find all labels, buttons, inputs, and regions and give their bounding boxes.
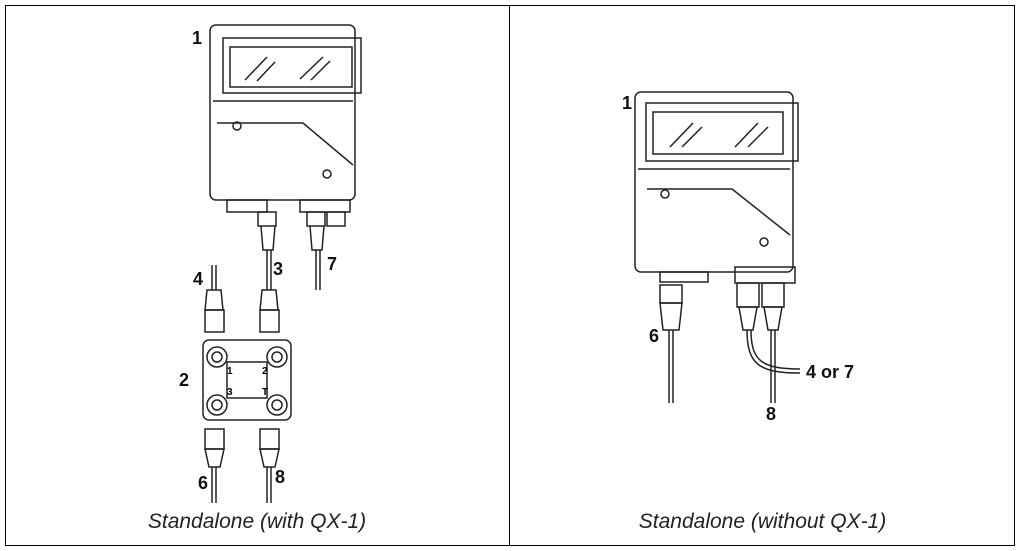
scanner-window-frame	[645, 102, 799, 162]
label-cable-4-or-7: 4 or 7	[806, 362, 854, 382]
label-cable-8: 8	[766, 404, 776, 424]
hub-port-label-1: 1	[227, 366, 233, 377]
screw-bottom	[322, 169, 332, 179]
label-cable-8: 8	[275, 467, 285, 487]
hub-port-t	[266, 394, 288, 416]
caption-without-qx1: Standalone (without QX-1)	[638, 510, 887, 533]
label-cable-7: 7	[327, 254, 337, 274]
scanner-window-frame	[222, 37, 362, 94]
label-cable-6: 6	[649, 326, 659, 346]
scanner-window	[652, 111, 784, 155]
hub-port-2	[266, 346, 288, 368]
label-hub: 2	[179, 370, 189, 390]
diagram-frame	[5, 5, 1015, 546]
scanner-window	[229, 46, 353, 88]
label-cable-6: 6	[198, 473, 208, 493]
caption-with-qx1: Standalone (with QX-1)	[147, 510, 367, 533]
label-cable-4: 4	[193, 269, 203, 289]
hub-port-label-2: 2	[262, 366, 268, 377]
scanner-body	[209, 24, 356, 201]
panel-divider	[509, 5, 510, 546]
hub-port-label-t: T	[262, 387, 268, 398]
diagram-without-qx1: 1 6 4 or 7 8	[622, 91, 854, 424]
hub-body	[202, 339, 292, 421]
label-scanner: 1	[192, 28, 202, 48]
panel-with-qx1: 1 2 3 4 6 7 8 1 2 3 T Standalone (with Q…	[5, 5, 509, 546]
scanner-body	[634, 91, 794, 273]
hub-port-3	[206, 394, 228, 416]
screw-bottom	[759, 237, 769, 247]
hub-port-1	[206, 346, 228, 368]
hub-port-label-3: 3	[227, 387, 233, 398]
panel-without-qx1: 1 6 4 or 7 8 Standalone (without QX-1)	[510, 5, 1015, 546]
label-scanner: 1	[622, 93, 632, 113]
label-cable-3: 3	[273, 259, 283, 279]
screw-top	[232, 121, 242, 131]
screw-top	[660, 189, 670, 199]
diagram-with-qx1: 1 2 3 4 6 7 8 1 2 3 T	[179, 24, 362, 503]
